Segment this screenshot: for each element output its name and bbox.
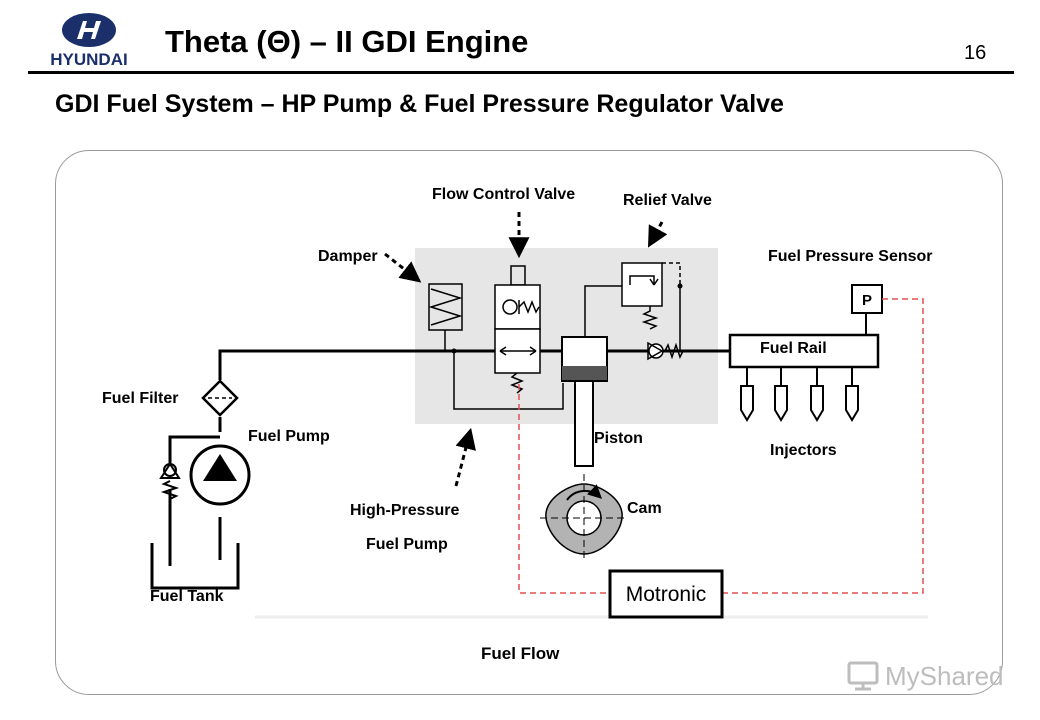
- fuel-filter-symbol: [201, 379, 239, 417]
- signal-lines: [518, 298, 924, 594]
- piston-cylinder: [561, 336, 608, 467]
- pump-top-line: [584, 285, 622, 337]
- watermark-text: MyShared: [885, 661, 1004, 691]
- label-fuel-flow: Fuel Flow: [481, 644, 560, 663]
- label-damper: Damper: [318, 248, 378, 265]
- myshared-watermark: MyShared: [847, 661, 1004, 691]
- logo-wordmark: HYUNDAI: [50, 50, 127, 69]
- logo-h-mark: [77, 21, 101, 39]
- label-injectors: Injectors: [770, 442, 837, 459]
- cam-symbol: [540, 474, 628, 560]
- low-pressure-circuit: [168, 349, 305, 566]
- page-title: Theta (Θ) – II GDI Engine: [165, 24, 529, 59]
- piston-band: [562, 366, 607, 380]
- motronic-label: Motronic: [626, 583, 707, 606]
- label-fuel-tank: Fuel Tank: [150, 588, 224, 605]
- fuel-rail: [728, 333, 880, 369]
- label-cam: Cam: [627, 500, 662, 517]
- label-fuel-rail: Fuel Rail: [760, 340, 827, 357]
- label-relief-valve: Relief Valve: [623, 192, 712, 209]
- hyundai-logo: HYUNDAI: [50, 13, 128, 69]
- flow-control-valve: [494, 265, 541, 394]
- fuel-tank: [150, 543, 240, 590]
- diagram-panel: [55, 150, 1003, 695]
- motronic-box: [608, 569, 724, 619]
- label-fuel-filter: Fuel Filter: [102, 390, 179, 407]
- slide-subtitle: GDI Fuel System – HP Pump & Fuel Pressur…: [55, 90, 784, 118]
- label-fuel-pressure-sensor: Fuel Pressure Sensor: [768, 248, 933, 265]
- label-piston: Piston: [594, 430, 643, 447]
- label-hp-fuel-pump: Fuel Pump: [366, 536, 448, 553]
- header-divider: [28, 71, 1014, 74]
- fuel-pump-symbol: [189, 444, 251, 506]
- sensor-p-symbol: P: [862, 292, 872, 309]
- page-number: 16: [964, 42, 987, 64]
- return-line: [453, 351, 564, 410]
- watermark-icon: [847, 661, 879, 691]
- outlet-check-valve: [647, 341, 684, 361]
- check-valve-low: [159, 462, 181, 500]
- label-flow-control-valve: Flow Control Valve: [432, 186, 576, 203]
- label-fuel-pump: Fuel Pump: [248, 428, 330, 445]
- relief-valve-symbol: [621, 262, 681, 330]
- callout-arrows: [384, 212, 668, 487]
- pressure-sensor: [851, 284, 883, 314]
- label-high-pressure: High-Pressure: [350, 502, 460, 519]
- injectors-group: [740, 367, 859, 422]
